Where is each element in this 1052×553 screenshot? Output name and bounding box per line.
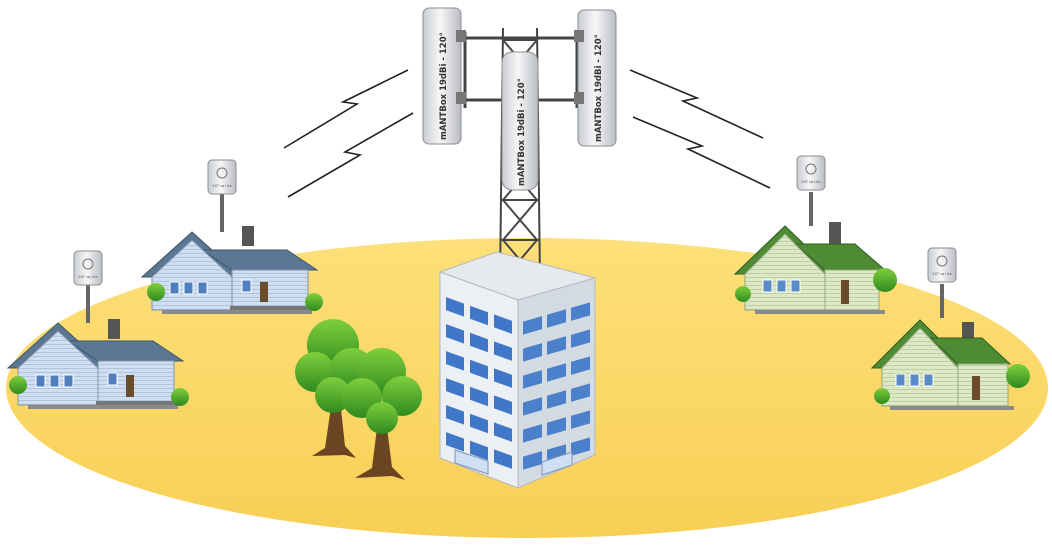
building-window — [446, 324, 464, 344]
building-window — [547, 336, 566, 355]
signal-bolt-upper-left — [283, 69, 409, 149]
building-window — [446, 351, 464, 371]
building-window — [446, 432, 464, 452]
house-blue-lower-left: SXT sq Lite — [6, 250, 189, 409]
building-window — [571, 302, 590, 321]
building-window — [470, 440, 488, 461]
signal-bolt-lower-left — [287, 112, 414, 198]
antenna-label: mANTBox 19dBi - 120° — [594, 34, 604, 142]
building-window — [523, 316, 542, 335]
tree-group-center — [295, 319, 422, 480]
building-window — [523, 370, 542, 389]
signal-bolt-upper-right — [629, 69, 764, 139]
dish-label: SXT sq Lite — [932, 272, 951, 276]
building-window — [494, 341, 512, 361]
house-blue-upper-left: SXT sq Lite — [140, 159, 323, 314]
building-window — [547, 417, 566, 436]
office-building — [438, 251, 597, 489]
building-window — [523, 343, 542, 362]
dish-label: SXT sq Lite — [801, 180, 820, 184]
building-window — [571, 383, 590, 402]
building-window — [494, 368, 512, 388]
dish-label: SXT sq Lite — [78, 275, 97, 279]
building-window — [523, 451, 542, 470]
antenna-label: mANTBox 19dBi - 120° — [439, 32, 449, 140]
building-window — [547, 309, 566, 328]
building-window — [523, 424, 542, 443]
building-window — [571, 329, 590, 348]
building-window — [494, 422, 512, 442]
antenna-label: mANTBox 19dBi - 120° — [517, 78, 527, 186]
windows-right-face — [523, 302, 590, 470]
building-window — [470, 305, 488, 326]
building-window — [571, 356, 590, 375]
building-window — [571, 410, 590, 429]
house-green-lower-right: SXT sq Lite — [870, 247, 1030, 410]
building-window — [547, 390, 566, 409]
wireless-signals — [283, 69, 771, 198]
client-dish: SXT sq Lite — [796, 155, 826, 226]
windows-left-face — [446, 297, 512, 469]
building-window — [470, 386, 488, 407]
building-window — [446, 297, 464, 317]
building-window — [470, 413, 488, 434]
sector-antenna-right: mANTBox 19dBi - 120° — [574, 9, 617, 147]
building-window — [494, 395, 512, 415]
building-window — [446, 378, 464, 398]
sector-antenna-center: mANTBox 19dBi - 120° — [501, 51, 539, 191]
signal-bolt-lower-right — [632, 116, 771, 189]
client-dish: SXT sq Lite — [927, 247, 957, 318]
building-window — [494, 449, 512, 469]
building-window — [494, 314, 512, 334]
house-green-upper-right: SXT sq Lite — [733, 155, 897, 314]
building-window — [446, 405, 464, 425]
client-dish: SXT sq Lite — [73, 250, 103, 323]
building-window — [523, 397, 542, 416]
sector-antenna-left: mANTBox 19dBi - 120° — [422, 7, 466, 145]
dish-label: SXT sq Lite — [212, 184, 231, 188]
client-dish: SXT sq Lite — [207, 159, 237, 232]
building-window — [470, 359, 488, 380]
building-window — [547, 363, 566, 382]
building-window — [470, 332, 488, 353]
building-window — [571, 437, 590, 456]
